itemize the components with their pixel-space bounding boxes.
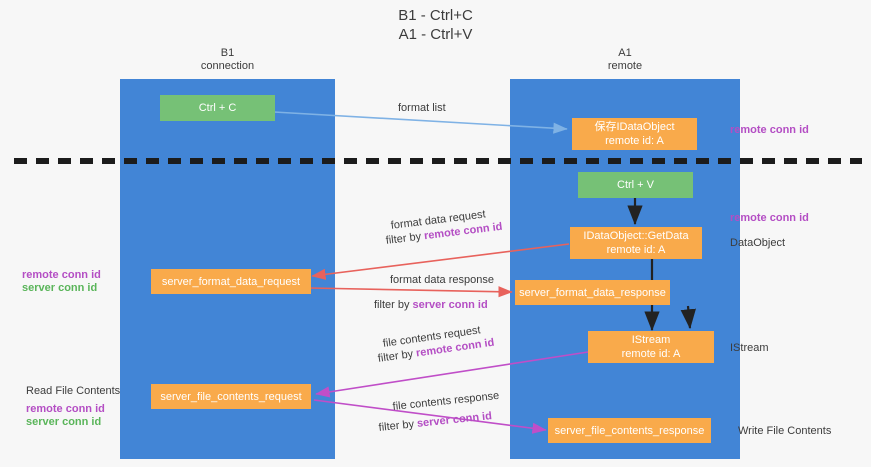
right-label-istream: IStream [730,342,769,354]
node-save-idataobject-line1: 保存IDataObject [594,121,675,133]
edge-label-fdres-filter-prefix: filter by [374,299,413,311]
node-server-format-data-response[interactable]: server_format_data_response [515,280,670,305]
edge-label-fcres-filter-prefix: filter by [378,417,418,434]
right-label-remote-conn-id-mid: remote conn id [730,212,809,224]
right-label-remote-conn-id-top: remote conn id [730,124,809,136]
edge-label-fcres-filter-key: server conn id [416,410,493,430]
node-istream[interactable]: IStream remote id: A [588,331,714,363]
node-save-idataobject[interactable]: 保存IDataObject remote id: A [572,118,697,150]
left-label-remote-conn-id-bottom: remote conn id [26,403,105,415]
node-server-file-contents-response[interactable]: server_file_contents_response [548,418,711,443]
left-label-remote-conn-id-mid: remote conn id [22,269,101,281]
lane-header-b1: B1 connection [120,47,335,73]
edge-label-fdr-filter-prefix: filter by [385,230,425,247]
node-idataobject-getdata-line2: remote id: A [606,244,666,256]
lane-header-a1-line1: A1 [618,47,632,59]
node-server-file-contents-request-label: server_file_contents_request [160,390,302,403]
node-ctrl-v[interactable]: Ctrl + V [578,172,693,198]
lane-header-a1-line2: remote [607,60,643,72]
diagram-title: B1 - Ctrl+C A1 - Ctrl+V [0,6,871,44]
node-ctrl-c-label: Ctrl + C [198,102,237,114]
arrow-format-data-response [309,286,513,298]
edge-label-fdres-filter-key: server conn id [412,299,488,311]
diagram-title-line1: B1 - Ctrl+C [398,7,473,24]
right-label-dataobject: DataObject [730,237,786,249]
right-label-write-file-contents: Write File Contents [738,425,832,437]
left-label-read-file-contents: Read File Contents [26,385,121,397]
lane-header-b1-line2: connection [200,60,255,72]
edge-label-format-data-response-filter: filter by server conn id [374,298,488,312]
lane-header-b1-line1: B1 [220,47,235,59]
node-server-file-contents-response-label: server_file_contents_response [554,424,705,437]
node-istream-line2: remote id: A [621,348,681,360]
node-idataobject-getdata[interactable]: IDataObject::GetData remote id: A [570,227,702,259]
node-ctrl-c[interactable]: Ctrl + C [160,95,275,121]
edge-label-format-list: format list [398,102,446,114]
node-server-format-data-request[interactable]: server_format_data_request [151,269,311,294]
node-idataobject-getdata-line1: IDataObject::GetData [583,230,689,242]
node-ctrl-v-label: Ctrl + V [617,179,654,191]
node-server-format-data-request-label: server_format_data_request [161,275,301,288]
left-label-server-conn-id-mid: server conn id [22,282,98,294]
node-server-format-data-response-label: server_format_data_response [519,286,666,299]
node-save-idataobject-line2: remote id: A [605,135,664,147]
edge-label-fcr-filter-prefix: filter by [377,347,417,365]
lane-header-a1: A1 remote [510,47,740,73]
left-label-server-conn-id-bottom: server conn id [26,416,102,428]
node-server-file-contents-request[interactable]: server_file_contents_request [151,384,311,409]
diagram-title-line2: A1 - Ctrl+V [398,26,473,43]
edge-label-format-data-response: format data response [390,274,494,286]
node-istream-line1: IStream [631,334,671,346]
